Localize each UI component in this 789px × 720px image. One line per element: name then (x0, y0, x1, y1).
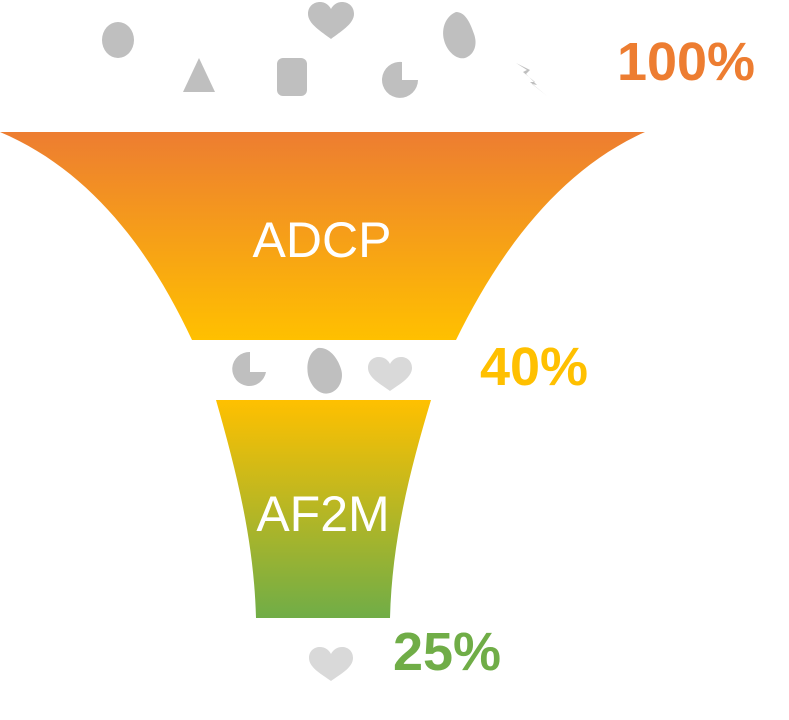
pie-icon (232, 351, 266, 386)
leaf-icon (307, 347, 342, 394)
heart-icon (309, 647, 353, 681)
middle-icons (232, 347, 412, 394)
heart-icon (308, 2, 354, 39)
lightning-icon (516, 63, 547, 96)
triangle-icon (183, 58, 215, 92)
percent-label-25: 25% (393, 622, 501, 682)
percent-label-100: 100% (617, 32, 755, 92)
leaf-icon (443, 12, 476, 59)
funnel-stage-2-label: AF2M (256, 486, 389, 542)
funnel-stage-1-label: ADCP (253, 212, 392, 268)
percent-label-40: 40% (480, 337, 588, 397)
circle-icon (102, 22, 134, 58)
funnel-stage-2-shape (216, 400, 431, 618)
funnel-stage-1-shape (0, 132, 645, 340)
pie-icon (382, 61, 418, 98)
input-icons (102, 2, 547, 98)
square-icon (277, 58, 307, 96)
output-icons (309, 647, 353, 681)
heart-icon (368, 357, 412, 391)
